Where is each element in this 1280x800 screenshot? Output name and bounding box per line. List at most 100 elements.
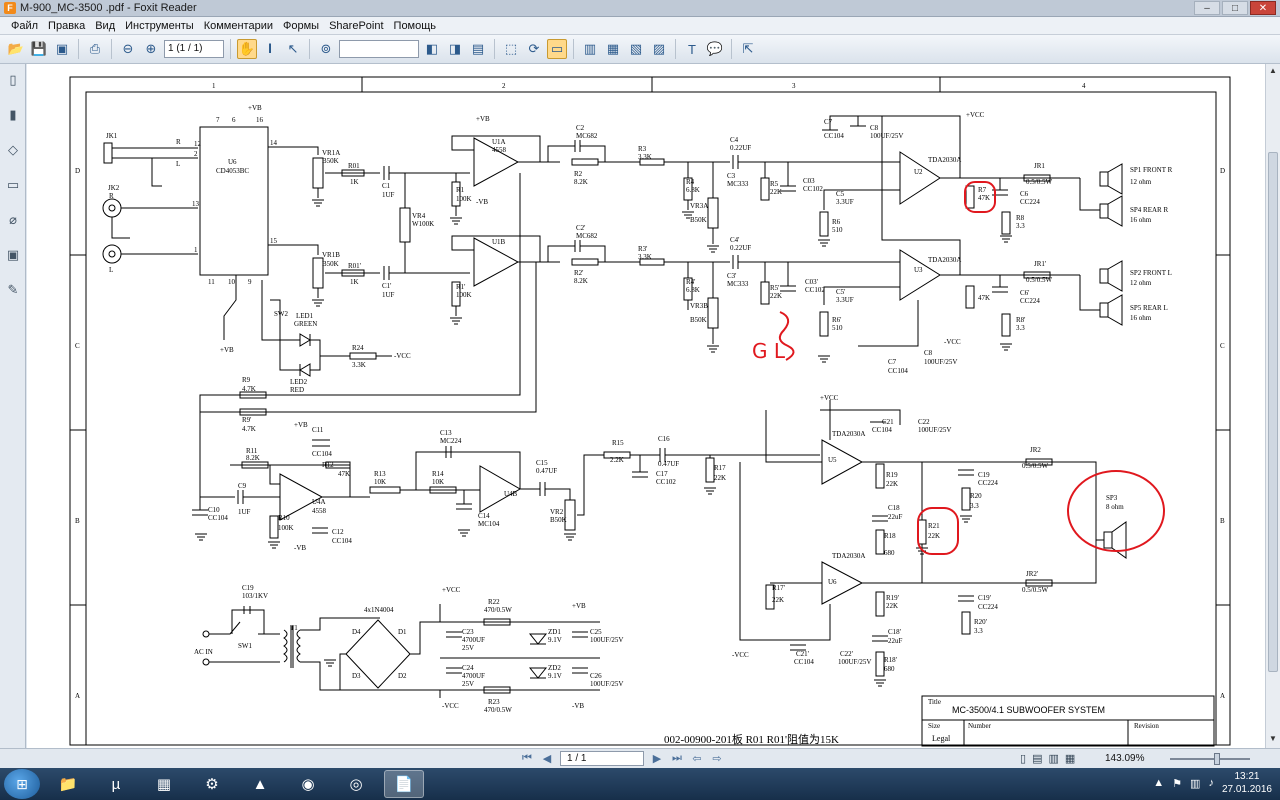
bookmarks-icon[interactable]: ▮ (9, 107, 17, 122)
grid-col-1: 1 (212, 82, 216, 90)
label-zd2: ZD2 (548, 664, 561, 672)
close-button[interactable]: ✕ (1250, 1, 1276, 15)
note-icon[interactable]: 💬 (706, 41, 724, 56)
menu-tools[interactable]: Инструменты (125, 19, 194, 32)
hand-tool-icon[interactable]: ✋ (237, 39, 257, 59)
label-c12-val: CC104 (332, 537, 352, 545)
comment-tool-2-icon[interactable]: ▦ (606, 41, 620, 56)
menu-forms[interactable]: Формы (283, 19, 320, 32)
fit-width-icon[interactable]: ⬚ (504, 41, 518, 56)
label-vr1a-val: B50K (322, 157, 339, 165)
next-page-icon[interactable]: ⊕ (145, 41, 157, 56)
vertical-scrollbar[interactable]: ▲ ▼ (1265, 64, 1280, 748)
find-input[interactable] (339, 40, 419, 58)
menu-sharepoint[interactable]: SharePoint (329, 19, 384, 32)
save-as-icon[interactable]: ▣ (55, 41, 69, 56)
label-c2p: C2' (576, 224, 585, 232)
chrome-icon[interactable]: ◉ (301, 776, 315, 793)
volume-icon[interactable]: ♪ (1208, 777, 1214, 789)
label-r5p-val: 22K (770, 292, 782, 300)
label-r3-val: 3.3K (638, 153, 652, 161)
scroll-down-icon[interactable]: ▼ (1269, 734, 1277, 743)
menu-view[interactable]: Вид (95, 19, 116, 32)
label-r11-val: 8.2K (246, 454, 260, 462)
foxit-reader-icon[interactable]: 📄 (384, 770, 424, 798)
last-page-icon[interactable]: ⏭ (672, 752, 682, 764)
rotate-icon[interactable]: ⟳ (528, 41, 540, 56)
network-icon[interactable]: ▥ (1190, 777, 1201, 790)
open-folder-icon[interactable]: 📂 (7, 41, 25, 56)
aimp-icon[interactable]: ▲ (252, 775, 268, 793)
menu-file[interactable]: Файл (11, 19, 39, 32)
menu-comments[interactable]: Комментарии (203, 19, 274, 32)
label-jr1-val: 0.5/0.5W (1026, 178, 1052, 186)
calculator-icon[interactable]: ▦ (156, 776, 172, 793)
status-page-input[interactable]: 1 / 1 (560, 751, 644, 766)
attachment-icon[interactable]: ⌀ (9, 212, 17, 227)
back-view-icon[interactable]: ⇦ (692, 753, 702, 765)
scroll-thumb[interactable] (1268, 152, 1278, 672)
steam-icon[interactable]: ◎ (349, 776, 363, 793)
zoom-slider-knob[interactable] (1214, 753, 1220, 765)
single-page-icon[interactable]: ▯ (1020, 753, 1027, 765)
find-prev-icon[interactable]: ◧ (425, 41, 439, 56)
save-icon[interactable]: 💾 (30, 41, 48, 56)
start-button-icon[interactable]: ⊞ (4, 769, 40, 799)
comment-tool-3-icon[interactable]: ▧ (629, 41, 643, 56)
comment-tool-4-icon[interactable]: ▨ (652, 41, 666, 56)
flag-icon[interactable]: ⚑ (1172, 777, 1183, 790)
select-text-icon[interactable]: 𝐈 (267, 41, 273, 56)
typewriter-icon[interactable]: T (688, 41, 696, 57)
settings-gear-icon[interactable]: ⚙ (205, 776, 219, 793)
signature-icon[interactable]: ✎ (7, 282, 19, 297)
binoculars-icon[interactable]: ⊚ (320, 41, 332, 56)
explorer-icon[interactable]: 📁 (58, 776, 78, 793)
maximize-button[interactable]: □ (1222, 1, 1248, 15)
label-r22-val: 470/0.5W (484, 606, 512, 614)
label-c3p: C3' (727, 272, 736, 280)
layers-icon[interactable]: ◇ (8, 142, 18, 157)
zoom-slider[interactable] (1170, 753, 1250, 765)
pages-icon[interactable]: ▯ (9, 72, 17, 87)
next-page-icon-status[interactable]: ▶ (652, 753, 662, 765)
scroll-up-icon[interactable]: ▲ (1269, 66, 1277, 75)
label-c03p-val: CC102 (805, 286, 825, 294)
utorrent-icon[interactable]: µ (111, 775, 121, 793)
sp4-speaker (1099, 203, 1109, 219)
u3-tda2030a (899, 249, 941, 301)
minimize-button[interactable]: – (1194, 1, 1220, 15)
label-jk1-l: L (176, 160, 180, 168)
label-r9: R9 (242, 376, 251, 384)
menu-help[interactable]: Помощь (393, 19, 437, 32)
page-number-input[interactable]: 1 (1 / 1) (164, 40, 224, 58)
label-r1: R1 (456, 186, 465, 194)
lock-icon[interactable]: ▣ (6, 247, 20, 262)
comments-icon[interactable]: ▭ (6, 177, 20, 192)
grid-col-4: 4 (1082, 82, 1086, 90)
label-c03: C03 (803, 177, 815, 185)
tray-arrow-icon[interactable]: ▲ (1153, 777, 1165, 789)
label-c3: C3 (727, 172, 736, 180)
find-next-icon[interactable]: ◨ (448, 41, 462, 56)
fit-page-icon[interactable]: ▭ (547, 39, 567, 59)
prev-page-icon[interactable]: ◀ (542, 753, 552, 765)
clock[interactable]: 13:21 27.01.2016 (1222, 770, 1272, 796)
zoom-level[interactable]: 143.09% (1105, 753, 1145, 764)
handwritten-annotation: G L (752, 339, 786, 363)
status-bar: ⏮ ◀ 1 / 1 ▶ ⏭ ⇦ ⇨ ▯ ▤ ▥ ▦ 143.09% (0, 748, 1280, 768)
document-properties-icon[interactable]: ▤ (471, 41, 485, 56)
print-icon[interactable]: ⎙ (89, 41, 101, 56)
facing-icon[interactable]: ▥ (1048, 753, 1059, 765)
select-arrow-icon[interactable]: ↖ (287, 41, 299, 56)
comment-tool-1-icon[interactable]: ▥ (583, 41, 597, 56)
document-viewer[interactable]: 1 2 3 4 D C B A D C B A JK1 R L JK2 R L … (27, 64, 1265, 748)
continuous-facing-icon[interactable]: ▦ (1064, 753, 1076, 765)
previous-page-icon[interactable]: ⊖ (122, 41, 134, 56)
forward-view-icon[interactable]: ⇨ (712, 753, 722, 765)
continuous-icon[interactable]: ▤ (1032, 753, 1043, 765)
share-icon[interactable]: ⇱ (742, 41, 754, 56)
first-page-icon[interactable]: ⏮ (522, 752, 532, 764)
menu-edit[interactable]: Правка (48, 19, 86, 32)
label-c24-volt: 25V (462, 680, 474, 688)
label-c7p: C7 (888, 358, 897, 366)
